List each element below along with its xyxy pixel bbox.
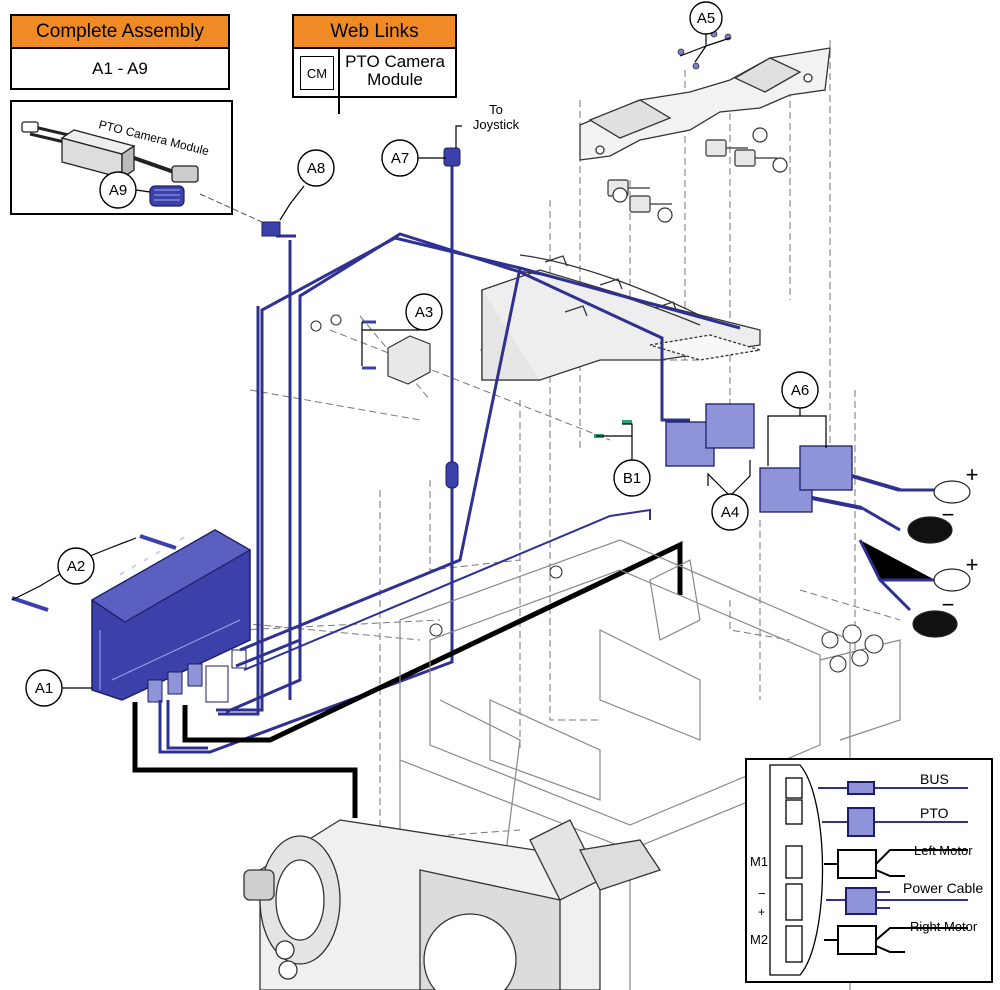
legend-labels: BUS PTO Left Motor Power Cable Right Mot… [750,771,983,947]
callout-a1: A1 [35,680,53,697]
callout-a4: A4 [721,504,739,521]
battery-1-minus: − [942,502,955,527]
battery-terminals [907,480,971,638]
callout-a5: A5 [697,10,715,27]
port-minus: − [758,886,766,901]
joystick-label-line-2: Joystick [473,117,520,132]
battery-2-minus: − [942,592,955,617]
a2-screws [11,534,177,612]
legend-wires [818,781,968,955]
legend-controller [769,764,824,976]
callout-labels: A1 A2 A3 A4 A5 A6 A7 A8 A9 B1 [35,10,809,697]
port-plus: + [758,905,765,919]
callout-a7: A7 [391,150,409,167]
assembly-range: A1 - A9 [92,59,148,78]
port-m2: M2 [750,932,768,947]
link-line-1: PTO Camera [345,52,445,71]
link-line-2: Module [367,70,423,89]
callout-circles [25,1,819,707]
complete-assembly-header: Complete Assembly [12,16,228,49]
dashed-guides [99,40,901,841]
a8-connector [261,221,281,237]
legend-right-motor: Right Motor [910,919,978,934]
controller-module [90,529,252,703]
legend-left-motor: Left Motor [914,843,973,858]
callout-a9: A9 [109,182,127,199]
callout-b1: B1 [623,470,641,487]
pto-camera-module-link[interactable]: PTO Camera Module [340,53,450,89]
web-links-header: Web Links [294,16,455,49]
black-cables [132,541,683,818]
complete-assembly-box: Complete Assembly A1 - A9 [10,14,230,90]
web-links-divider [338,49,340,114]
a5-screws [677,30,732,70]
legend-power-cable: Power Cable [903,880,983,896]
port-m1: M1 [750,854,768,869]
legend-bus: BUS [920,771,949,787]
harness-wiring [158,150,741,754]
battery-1-plus: + [966,462,979,487]
callout-a3: A3 [415,304,433,321]
callout-a6: A6 [791,382,809,399]
motor-assembly [243,819,662,990]
a3-bracket [362,320,431,385]
power-connectors [665,403,935,612]
legend-pto: PTO [920,805,949,821]
battery-2-plus: + [966,552,979,577]
mounting-bracket [579,47,831,161]
callout-a8: A8 [307,160,325,177]
joystick-cable [443,147,461,489]
web-links-box[interactable]: Web Links CM PTO Camera Module [292,14,457,114]
battery-polarity: + − + − [942,462,979,617]
joystick-label-line-1: To [489,102,503,117]
cm-link-tag[interactable]: CM [300,56,334,90]
a9-connector [149,185,185,207]
bracket-bolts [607,127,788,223]
controller-bracket [481,254,761,381]
nuts-washers [310,314,884,673]
callout-a2: A2 [67,558,85,575]
